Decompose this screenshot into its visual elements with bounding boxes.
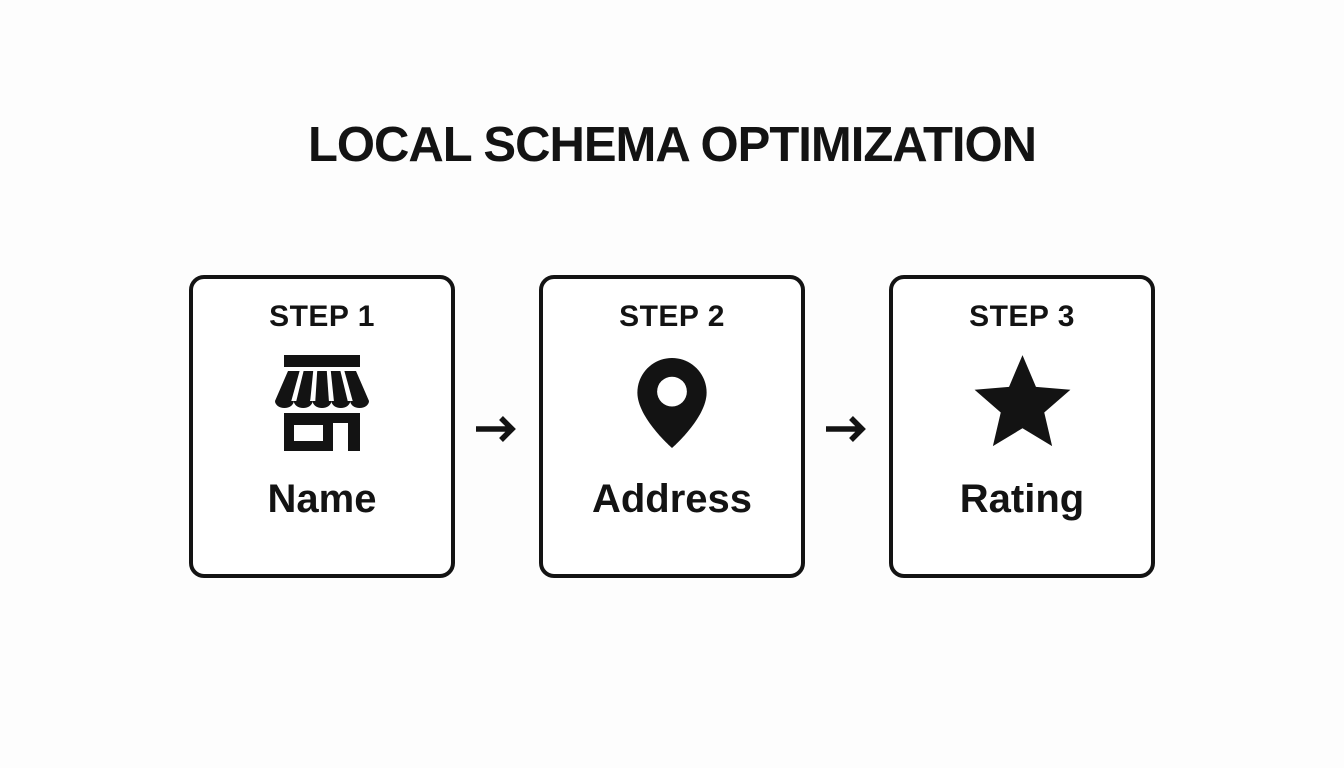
star-icon — [965, 351, 1080, 455]
storefront-icon — [274, 351, 370, 455]
page-title: LOCAL SCHEMA OPTIMIZATION — [307, 118, 1037, 172]
step-card-rating: STEP 3 Rating — [889, 275, 1155, 578]
arrow-right-icon — [476, 416, 516, 442]
arrow-right-icon — [826, 416, 866, 442]
location-pin-icon — [636, 351, 708, 455]
flow-connector — [805, 412, 889, 446]
step-value-label: Name — [267, 477, 377, 521]
step-card-address: STEP 2 Address — [539, 275, 805, 578]
step-card-name: STEP 1 Name — [189, 275, 455, 578]
step-number-label: STEP 3 — [969, 300, 1075, 333]
step-number-label: STEP 1 — [269, 300, 375, 333]
flow-diagram: STEP 1 Name STEP 2 — [0, 275, 1344, 578]
step-value-label: Rating — [959, 477, 1085, 521]
step-value-label: Address — [591, 477, 753, 521]
flow-connector — [455, 412, 539, 446]
step-number-label: STEP 2 — [619, 300, 725, 333]
